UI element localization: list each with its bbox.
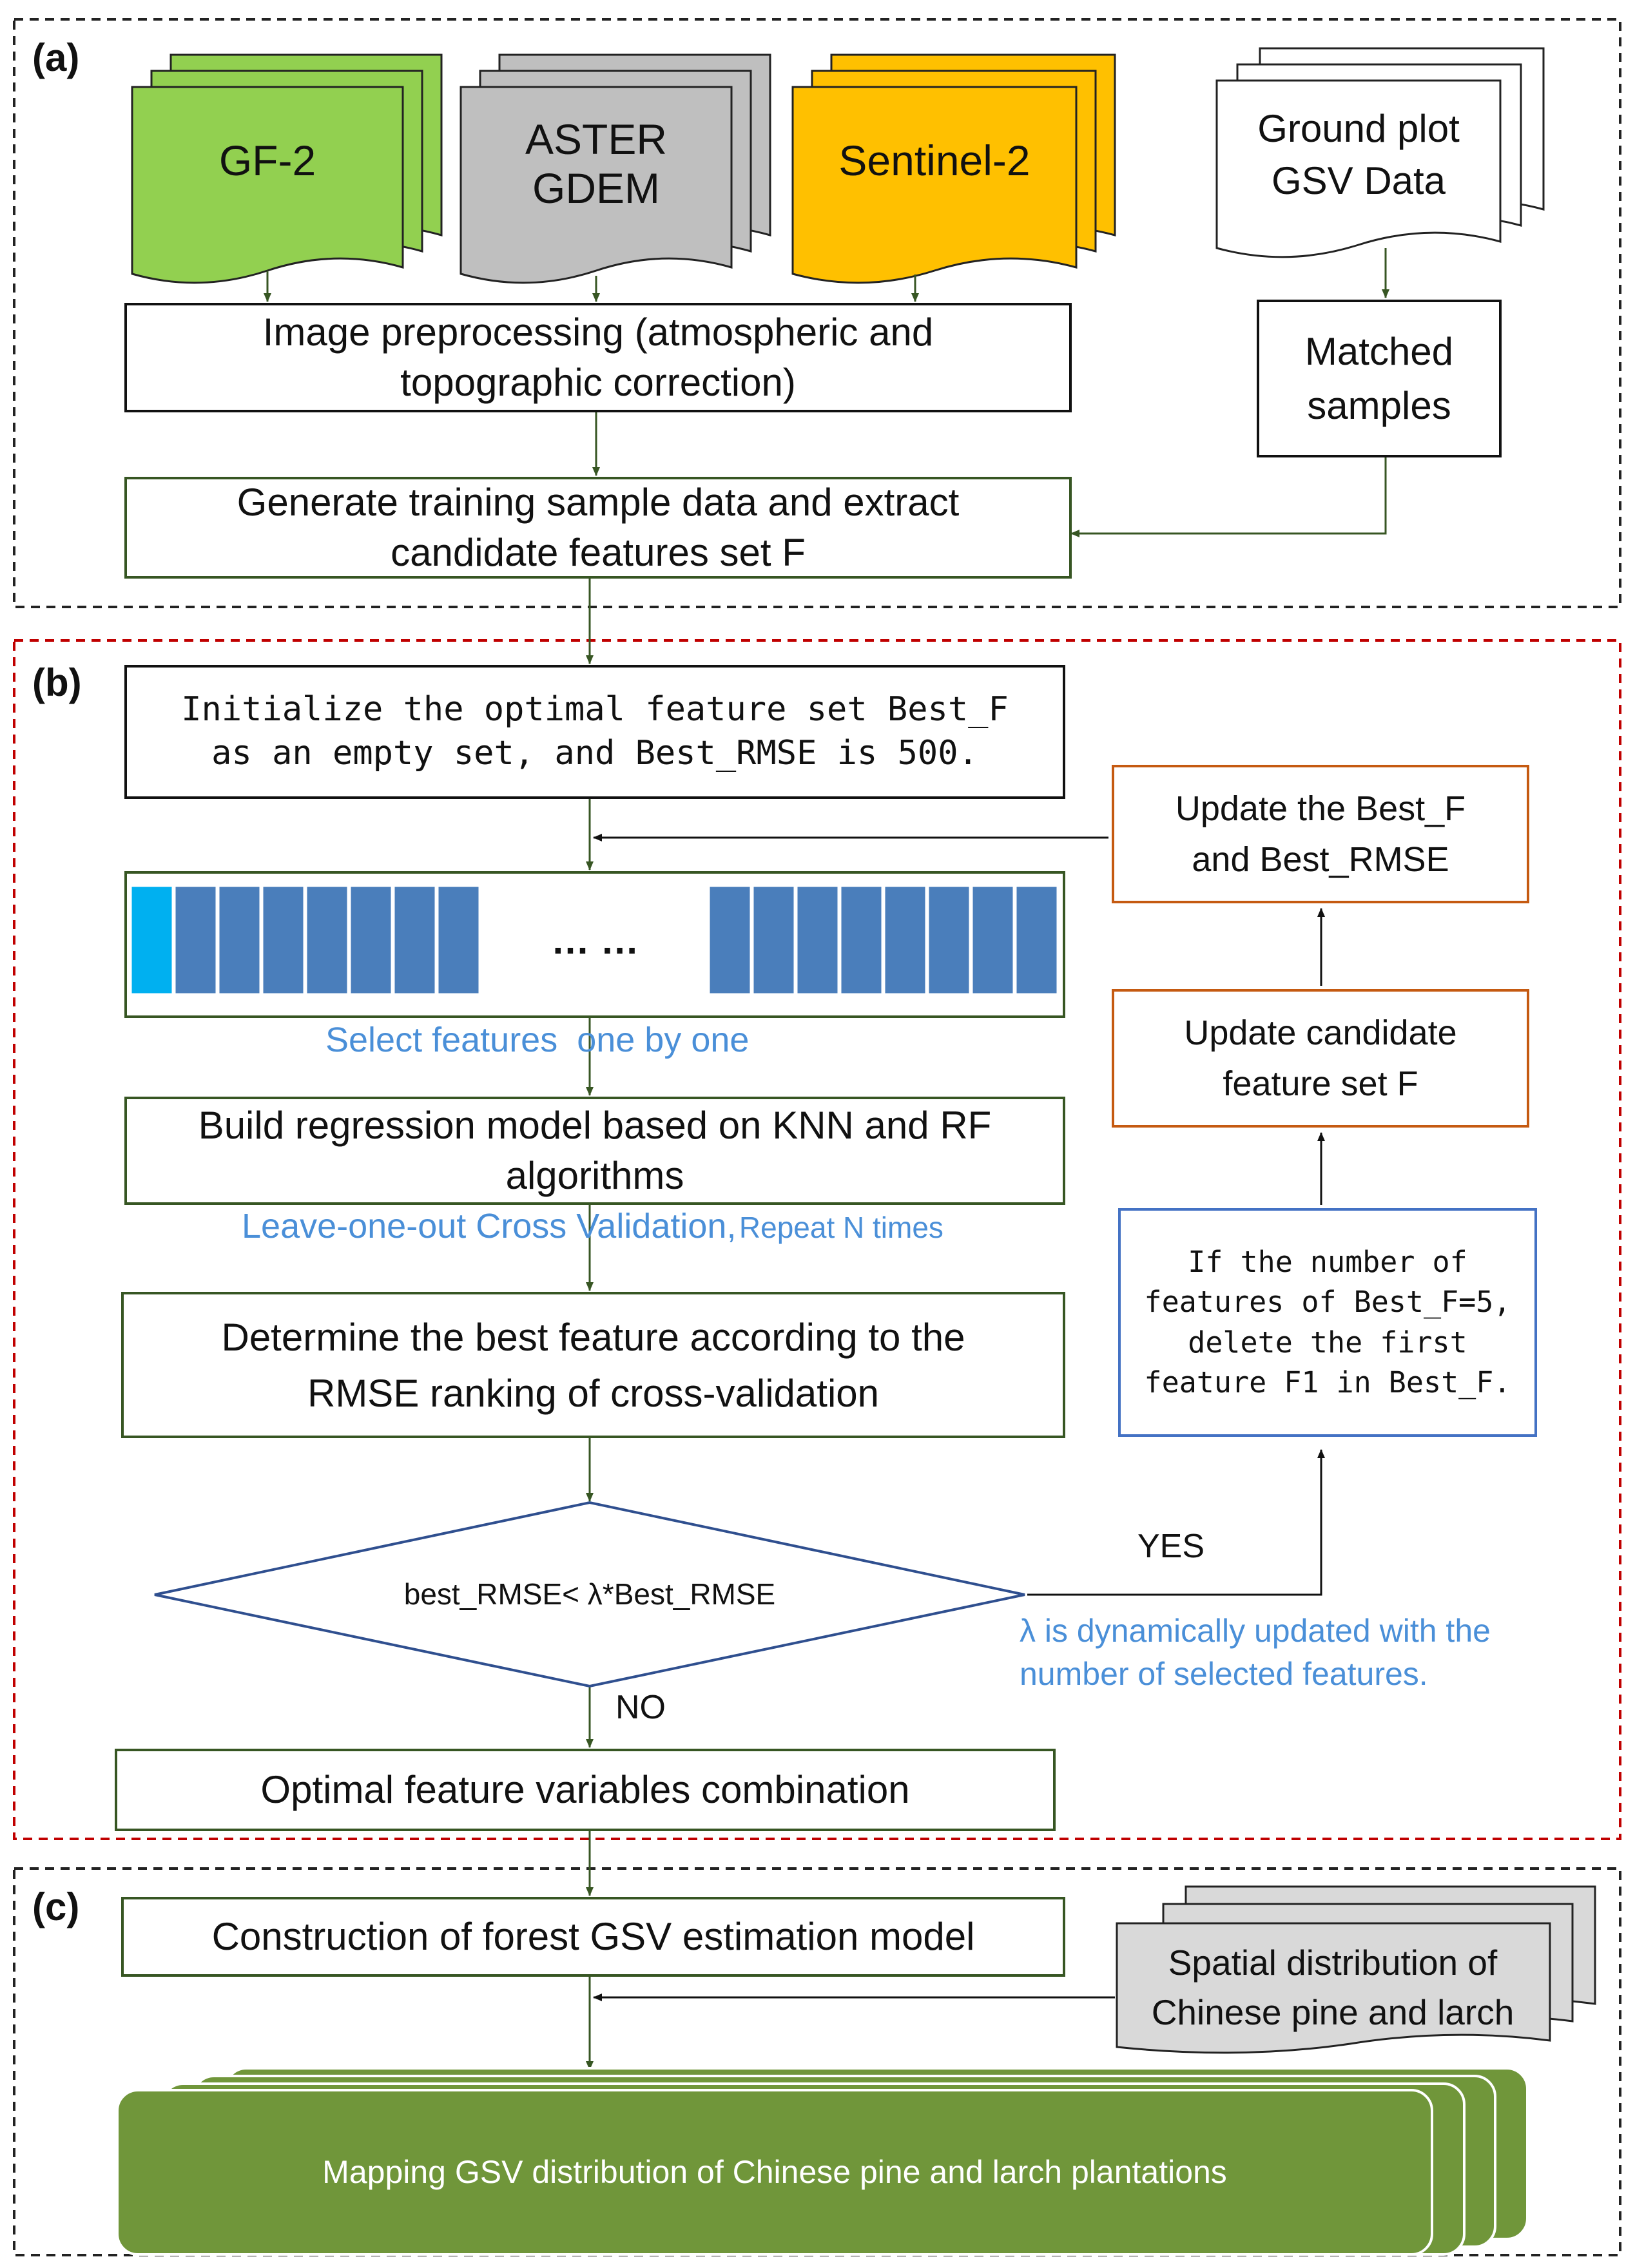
generate-features-box: Generate training sample data and extrac… — [124, 477, 1072, 579]
if-number-box: If the number of features of Best_F=5, d… — [1118, 1208, 1537, 1437]
ground-label: Ground plot GSV Data — [1257, 107, 1460, 202]
sentinel-document-stack — [791, 53, 1116, 284]
determine-best-box: Determine the best feature according to … — [121, 1292, 1065, 1438]
section-a-label: (a) — [32, 36, 80, 79]
repeat-text: Repeat N times — [739, 1211, 943, 1244]
condition-text: best_RMSE< λ*Best_RMSE — [403, 1577, 776, 1611]
feature-cell — [927, 885, 971, 995]
initialize-box: Initialize the optimal feature set Best_… — [124, 665, 1065, 799]
build-model-box: Build regression model based on KNN and … — [124, 1097, 1065, 1205]
section-c-frame — [13, 1867, 1621, 2256]
mapping-label: Mapping GSV distribution of Chinese pine… — [322, 2154, 1227, 2190]
optimal-combination-box: Optimal feature variables combination — [115, 1749, 1056, 1831]
feature-cell — [173, 885, 218, 995]
feature-cell — [971, 885, 1015, 995]
feature-cell — [883, 885, 927, 995]
gf2-label: GF-2 — [218, 137, 316, 185]
spatial-document-stack — [1116, 1885, 1596, 2054]
yes-label: YES — [1137, 1528, 1205, 1565]
preprocessing-box: Image preprocessing (atmospheric and top… — [124, 303, 1072, 412]
gf2-document-stack — [131, 53, 443, 284]
feature-cell — [261, 885, 305, 995]
feature-cell — [708, 885, 752, 995]
feature-select-box — [124, 871, 1065, 1018]
feature-cell-strip — [130, 885, 1059, 995]
section-b-frame — [13, 639, 1621, 1840]
feature-cell — [839, 885, 884, 995]
matched-samples-box: Matched samples — [1257, 300, 1502, 457]
ground-document-stack — [1215, 47, 1545, 258]
lambda-note: λ is dynamically updated with the number… — [1020, 1612, 1491, 1693]
feature-cell — [217, 885, 262, 995]
section-c-label: (c) — [32, 1885, 80, 1928]
feature-cell — [392, 885, 437, 995]
update-best-box: Update the Best_F and Best_RMSE — [1112, 765, 1529, 903]
feature-cell — [436, 885, 481, 995]
feature-cell — [1014, 885, 1059, 995]
ellipsis-text: … … — [551, 919, 639, 962]
construct-model-box: Construction of forest GSV estimation mo… — [121, 1897, 1065, 1977]
section-b-label: (b) — [32, 661, 82, 704]
feature-cell — [349, 885, 393, 995]
aster-document-stack — [460, 53, 771, 284]
loo-cv-text: Leave-one-out Cross Validation, — [242, 1207, 737, 1245]
mapping-output-stack — [116, 2067, 1529, 2256]
select-features-label: Select features one by one — [325, 1021, 750, 1059]
sentinel-label: Sentinel-2 — [838, 137, 1030, 185]
condition-diamond — [154, 1501, 1025, 1688]
aster-label: ASTER GDEM — [525, 115, 668, 212]
feature-cell — [795, 885, 840, 995]
feature-cell-selected — [130, 885, 174, 995]
no-label: NO — [615, 1689, 666, 1726]
feature-cell — [751, 885, 796, 995]
loo-cv-label: Leave-one-out Cross Validation, Repeat N… — [242, 1206, 943, 1246]
spatial-distribution-label: Spatial distribution of Chinese pine and… — [1151, 1943, 1514, 2032]
feature-cell — [305, 885, 349, 995]
update-candidate-box: Update candidate feature set F — [1112, 989, 1529, 1128]
